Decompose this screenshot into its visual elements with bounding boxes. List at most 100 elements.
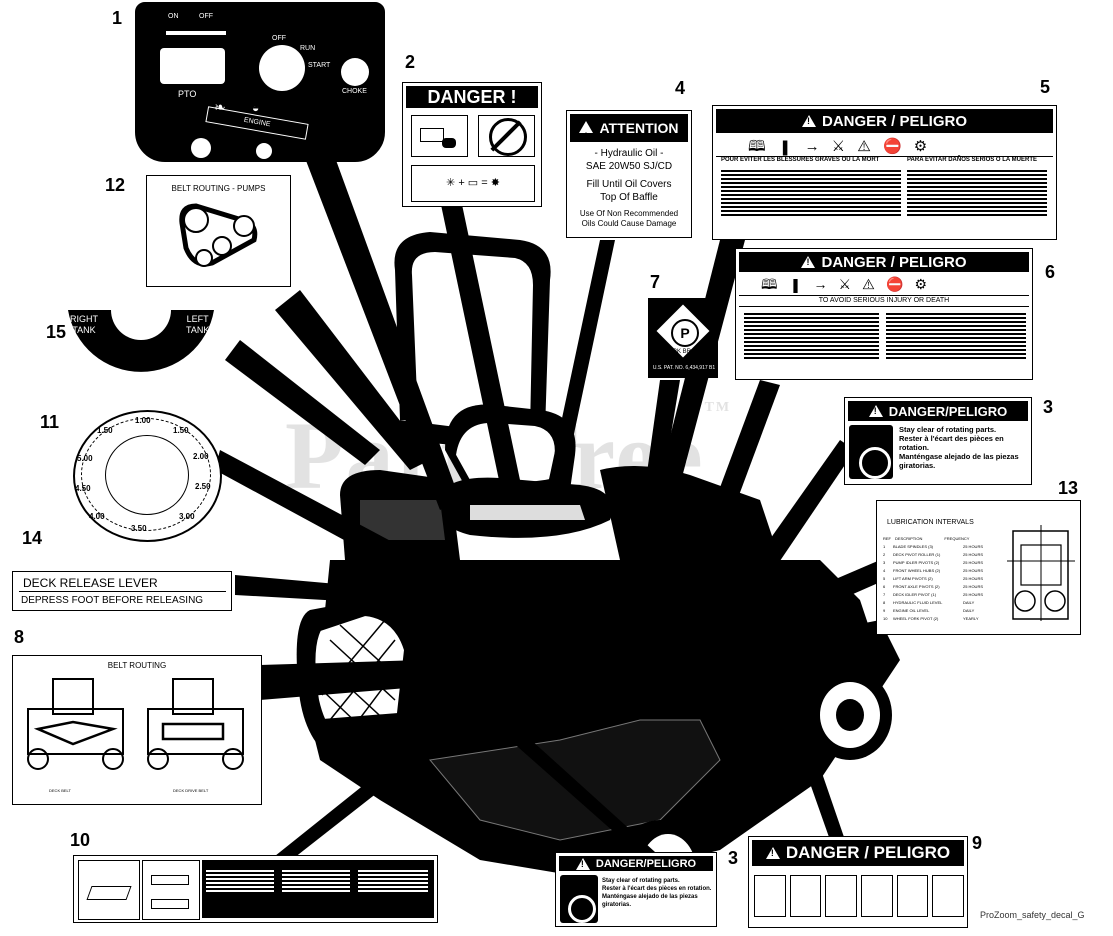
lube-desc: DECK PIVOT ROLLER (1) — [893, 552, 941, 557]
decal-12-belt-routing-pumps: BELT ROUTING - PUMPS — [146, 175, 291, 287]
lube-ref: 3 — [883, 560, 886, 565]
lube-desc: FRONT WHEEL HUBS (2) — [893, 568, 941, 573]
lube-freq: 25 HOURS — [963, 576, 984, 581]
decal-10-text-block — [202, 860, 434, 918]
park-brake-symbol: P — [671, 319, 699, 347]
decal-5-text-es — [907, 168, 1047, 218]
lube-desc: WHEEL FORK PIVOT (2) — [893, 616, 939, 621]
decal-3-title: DANGER/PELIGRO — [848, 401, 1028, 421]
decal-5-danger-peligro: DANGER / PELIGRO 🕮▮→⚔⚠⛔⚙ POUR EVITER LES… — [712, 105, 1057, 240]
decal-8-belt-routing: BELT ROUTING DECK BELT DECK DRIVE BELT — [12, 655, 262, 805]
decal-6-title: DANGER / PELIGRO — [739, 252, 1029, 272]
pictogram-ramp-icon — [754, 875, 786, 917]
decal-6-subtitle: TO AVOID SERIOUS INJURY OR DEATH — [818, 297, 950, 304]
rotating-blade-hand-icon-lower — [560, 875, 598, 923]
decal-3b-title: DANGER/PELIGRO — [559, 856, 713, 871]
callout-10: 10 — [70, 830, 91, 850]
decal-10-pictogram-1 — [78, 860, 140, 920]
lube-desc: DECK IDLER PIVOT (1) — [893, 592, 937, 597]
callout-8: 8 — [14, 627, 25, 647]
hydraulic-oil-line: - Hydraulic Oil - — [594, 148, 664, 159]
deck-release-sub: DEPRESS FOOT BEFORE RELEASING — [21, 595, 204, 606]
decal-10-pictogram-2 — [142, 860, 200, 920]
lube-freq: 25 HOURS — [963, 592, 984, 597]
lube-row: 7 DECK IDLER PIVOT (1) 25 HOURS — [883, 591, 1003, 599]
lube-freq: 25 HOURS — [963, 552, 984, 557]
callout-pointers — [215, 130, 885, 865]
lube-ref: 1 — [883, 544, 886, 549]
decal-6-text-left — [744, 311, 879, 361]
dial-tick-9: 5.00 — [77, 454, 93, 463]
pictogram-hand-blade-icon — [896, 875, 929, 917]
lube-freq: DAILY — [963, 608, 975, 613]
dial-center — [105, 435, 189, 515]
diagram-id-footer: ProZoom_safety_decal_G — [980, 910, 1085, 920]
dial-tick-4: 2.50 — [195, 482, 211, 491]
lube-col-ref: REF — [883, 536, 891, 541]
warning-line-2: Oils Could Cause Damage — [581, 219, 677, 228]
deck-belt-caption: DECK BELT — [49, 788, 71, 793]
lube-ref: 10 — [883, 616, 888, 621]
choke-label: CHOKE — [342, 88, 367, 95]
lube-col-freq: FREQUENCY — [944, 536, 970, 541]
pto-on-label: ON — [168, 13, 179, 20]
belt-routing-title: BELT ROUTING — [107, 661, 167, 670]
decal-5-pictograms: 🕮▮→⚔⚠⛔⚙ — [748, 138, 940, 155]
lube-ref: 7 — [883, 592, 886, 597]
decal-6-pictograms: 🕮▮→⚔⚠⛔⚙ — [761, 276, 939, 292]
lube-point-diagram — [1007, 525, 1075, 621]
pto-off-label: OFF — [199, 13, 213, 20]
decal-3b-text-es: Manténgase alejado de las piezas girator… — [602, 894, 698, 908]
dial-tick-5: 3.00 — [179, 512, 195, 521]
key-off-label: OFF — [272, 35, 286, 42]
pictogram-thrown-objects-icon — [789, 875, 822, 917]
callout-5: 5 — [1040, 77, 1051, 97]
pto-label: PTO — [178, 89, 197, 99]
decal-14-deck-release: DECK RELEASE LEVER DEPRESS FOOT BEFORE R… — [12, 571, 232, 611]
dial-tick-6: 3.50 — [131, 524, 147, 533]
lube-desc: BLADE SPINDLES (3) — [893, 544, 934, 549]
decal-5-title: DANGER / PELIGRO — [716, 109, 1053, 133]
spark-battery-explosion-icon: ✳ + ▭ = ✸ — [411, 165, 535, 202]
trademark: TM — [704, 400, 732, 415]
lube-col-desc: DESCRIPTION — [895, 536, 923, 541]
callout-15: 15 — [46, 322, 67, 342]
decal-7-park-brake: P PARK BRAKE U.S. PAT. NO. 6,434,917 B1 — [648, 298, 718, 378]
decal-15-fuel-selector — [68, 310, 214, 372]
right-tank-label: RIGHT TANK — [70, 314, 98, 335]
rabbit-icon: ❧ — [214, 99, 226, 115]
decal-3-danger-right: DANGER/PELIGRO Stay clear of rotating pa… — [844, 397, 1032, 485]
lube-freq: 25 HOURS — [963, 568, 984, 573]
decal-2-danger: DANGER ! ✳ + ▭ = ✸ — [402, 82, 542, 207]
dial-tick-3: 2.00 — [193, 452, 209, 461]
lube-desc: HYDRAULIC FLUID LEVEL — [893, 600, 943, 605]
callout-7: 7 — [650, 272, 661, 292]
decal-4-attention: ATTENTION - Hydraulic Oil - SAE 20W50 SJ… — [566, 110, 692, 238]
lube-freq: 25 HOURS — [963, 584, 984, 589]
off-label: OFF — [133, 376, 151, 386]
lube-desc: LIFT ARM PIVOTS (2) — [893, 576, 933, 581]
decal-3b-text-en: Stay clear of rotating parts. — [602, 878, 680, 884]
oil-spec-line: SAE 20W50 SJ/CD — [585, 161, 673, 172]
decal-5-sub-fr: POUR EVITER LES BLESSURES GRAVES OU LA M… — [721, 157, 880, 163]
fill-line-2: Top Of Baffle — [600, 192, 658, 203]
decal-3-danger-lower: DANGER/PELIGRO Stay clear of rotating pa… — [555, 852, 717, 927]
lube-ref: 9 — [883, 608, 886, 613]
mount-hole-left — [191, 138, 211, 158]
decal-2-title: DANGER ! — [406, 86, 538, 108]
decal-11-height-dial: 1.00 1.50 2.00 2.50 3.00 3.50 4.00 4.50 … — [73, 410, 222, 542]
callout-9: 9 — [972, 833, 983, 853]
callout-2: 2 — [405, 52, 416, 72]
decal-1-control-panel: ON OFF PTO OFF RUN START CHOKE ENGINE ❧ … — [135, 2, 385, 162]
dial-tick-1: 1.00 — [135, 416, 151, 425]
deck-drive-belt-caption: DECK DRIVE BELT — [173, 788, 209, 793]
decal-12-title: BELT ROUTING - PUMPS — [171, 184, 266, 193]
decal-9-pictograms — [754, 875, 965, 920]
